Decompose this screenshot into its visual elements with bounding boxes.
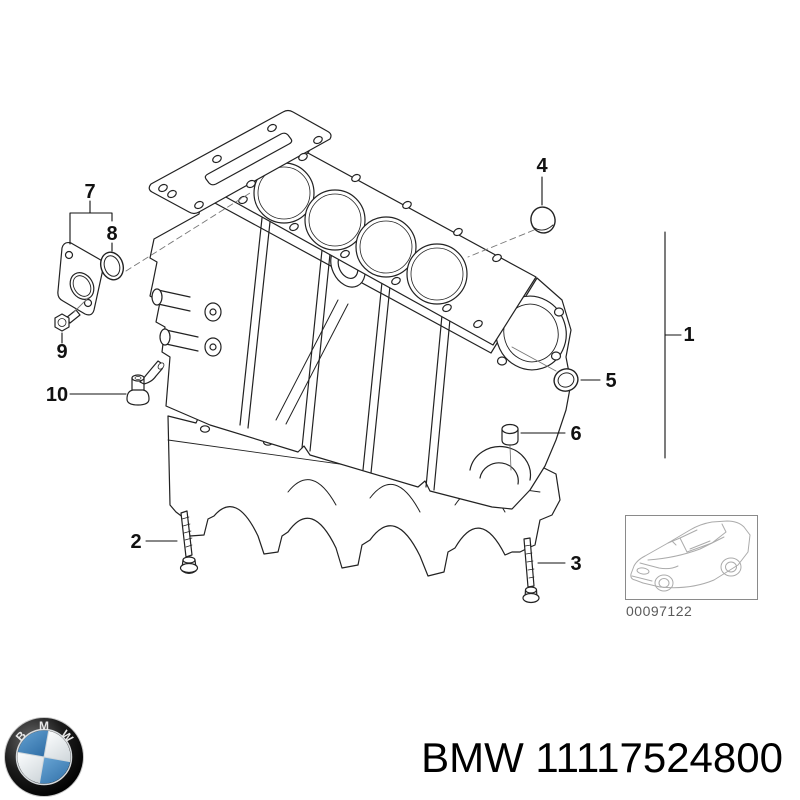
thin-leader-4-to-block — [467, 229, 535, 258]
part-10-nozzle — [126, 360, 165, 406]
callout-3-label: 3 — [570, 553, 581, 575]
callout-2-label: 2 — [130, 531, 141, 553]
car-sketch-icon — [630, 520, 751, 592]
part-3-bolt — [522, 537, 540, 604]
callout-8-label: 8 — [106, 223, 117, 245]
part-8-oring — [99, 251, 125, 281]
part-5-seal — [553, 368, 579, 392]
top-plate-drawing — [148, 109, 332, 215]
bmw-logo-icon: B M W — [4, 717, 84, 797]
diagram-code-text: 00097122 — [626, 603, 692, 619]
part-7-gasket — [57, 241, 105, 316]
callout-5-label: 5 — [605, 370, 616, 392]
car-thumbnail: 00097122 — [625, 515, 758, 619]
callout-9-label: 9 — [56, 341, 67, 363]
cylinder-block-drawing — [149, 195, 572, 510]
thin-leader-8-to-block — [125, 192, 251, 272]
head-gasket-drawing — [205, 127, 537, 346]
engine-block-drawing — [54, 109, 579, 604]
thin-leader-5-to-bore — [511, 346, 557, 372]
part-number-text: BMW 11117524800 — [421, 734, 783, 781]
callout-6-label: 6 — [570, 423, 581, 445]
bmw-logo-letter-m: M — [39, 719, 49, 733]
gasket-bolt-holes — [238, 146, 502, 329]
callout-1-label: 1 — [683, 324, 694, 346]
part-6-dowel — [501, 423, 519, 446]
leader-1 — [664, 231, 682, 459]
part-2-bolt — [179, 510, 199, 574]
leader-lines — [61, 176, 682, 564]
part-4-cap — [530, 206, 556, 234]
leader-7-bracket — [69, 200, 113, 245]
callout-10-label: 10 — [46, 384, 68, 406]
thin-leader-6-to-hole — [509, 445, 512, 471]
callout-4-label: 4 — [536, 155, 548, 177]
part-9-bolt — [54, 309, 81, 332]
thin-leader-9-to-gasket — [73, 297, 89, 313]
car-thumbnail-border — [625, 515, 758, 600]
callout-7-label: 7 — [84, 181, 95, 203]
